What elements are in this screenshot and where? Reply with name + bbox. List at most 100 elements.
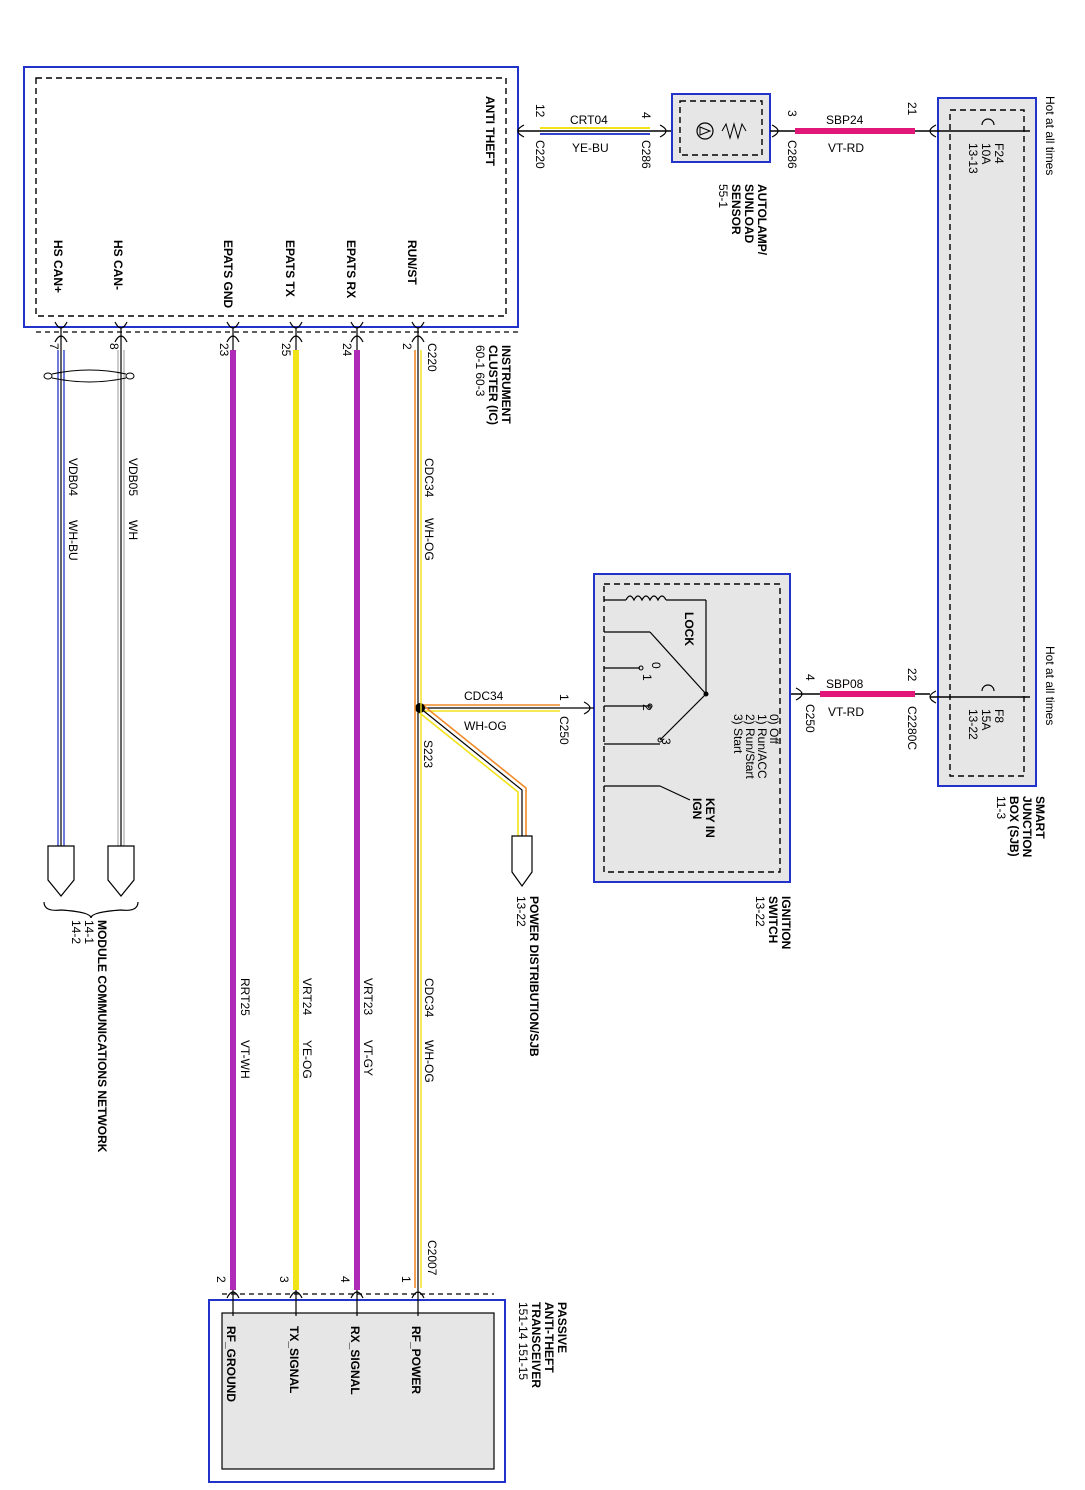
ign-title-3: 13-22 [753,896,767,927]
crt04-circuit: CRT04 [570,113,608,127]
vrt23-color: VT-GY [361,1040,375,1076]
tx-signal-label: TX_SIGNAL [287,1326,301,1393]
pin-num-24: 24 [340,343,354,357]
key-in-ign: KEY IN IGN [690,798,717,838]
transceiver-title-3: TRANSCEIVER [529,1302,543,1388]
vdb05-color: WH [126,520,140,540]
transceiver-pin-1: 1 [399,1276,413,1283]
fuse-bottom-labels: F8 15A 13-22 [966,709,1006,740]
anti-theft-connector: C220 [533,140,547,169]
network-arrow-icon-1 [47,845,75,897]
sensor-resistor-icon [721,122,747,140]
rf-ground-label: RF_GROUND [224,1326,238,1402]
cdc34-upper-circuit: CDC34 [422,458,436,498]
sensor-pin-right: 3 [785,110,799,117]
cluster-connector-label: C220 [425,343,439,372]
fuse-bottom-icon [981,684,995,692]
transceiver-pin-3: 3 [277,1276,291,1283]
switch-pivot [703,691,709,697]
sensor-arrow-icon [699,126,712,136]
ignition-switch: LOCK 0 1 2 3 0) Off 1) Run/ACC 2) Run/St… [593,573,793,949]
cluster-title: INSTRUMENT CLUSTER (IC) 60-1 60-3 [473,345,513,425]
transceiver-title-1: PASSIVE [555,1302,569,1353]
vdb05-wire: VDB05 WH [117,328,140,846]
ign-positions: 0) Off 1) Run/ACC 2) Run/Start 3) Start [731,714,781,779]
ign-pos-2: 2) Run/Start [743,714,757,779]
splice-dot [415,703,425,713]
ign-pin-left: 1 [557,694,571,701]
cluster-title-line-3: 60-1 60-3 [473,345,487,397]
vrt24-wire: VRT24 YE-OG [293,328,314,1298]
rx-signal-label: RX_SIGNAL [348,1326,362,1395]
cdc34-ign-wire: CDC34 WH-OG 1 C250 [420,689,594,745]
hot-top-label: Hot at all times [1043,96,1057,175]
transceiver-pin-2: 2 [214,1276,228,1283]
twisted-pair-mark [43,369,135,383]
ign-connector-left: C250 [557,716,571,745]
ign-pin-right: 4 [803,674,817,681]
fuse-bottom-rating: 15A [979,709,993,730]
pin-num-23: 23 [217,343,231,357]
vdb04-color: WH-BU [66,520,80,561]
splice-branch: S223 POWER DISTRIBUTION/SJB 13-22 [415,703,541,1057]
ign-pos-0: 0) Off [767,714,781,744]
sensor-title: AUTOLAMP/ SUNLOAD SENSOR 55-1 [716,184,769,256]
sbp24-circuit: SBP24 [826,113,864,127]
sbp08-color: VT-RD [828,705,864,719]
sensor-title-3: SENSOR [729,184,743,235]
pos-digit-1: 1 [640,674,654,681]
pin-label-hs-can-minus: HS CAN- [111,240,125,290]
sjb-title: SMART JUNCTION BOX (SJB) 11-3 [994,796,1047,857]
pin-label-epats-gnd: EPATS GND [221,240,235,309]
network-arrows: MODULE COMMUNICATIONS NETWORK 14-1 14-2 [43,845,139,1153]
pin-label-hs-can-plus: HS CAN+ [51,240,65,293]
anti-theft-pin: 12 [533,104,547,118]
ign-pos-1: 1) Run/ACC [755,714,769,779]
cluster-title-line-2: CLUSTER (IC) [486,345,500,425]
ign-title-1: IGNITION [779,896,793,949]
cdc34-ign-color: WH-OG [464,719,507,733]
rrt25-circuit: RRT25 [238,978,252,1016]
sbp24-wire: SBP24 VT-RD 21 [795,102,919,155]
pin-num-25: 25 [279,343,293,357]
vdb05-circuit: VDB05 [126,458,140,496]
vrt23-circuit: VRT23 [361,978,375,1015]
fuse-top-ref: 13-13 [966,143,980,174]
fuse-top-id: F24 [992,143,1006,164]
transceiver-title-4: 151-14 151-15 [516,1302,530,1380]
vdb04-circuit: VDB04 [66,458,80,496]
power-dist-label: POWER DISTRIBUTION/SJB 13-22 [514,896,541,1057]
cluster-connector-marks [54,321,425,343]
pos-digit-2: 2 [640,704,654,711]
sensor-title-4: 55-1 [716,184,730,208]
sbp08-circuit: SBP08 [826,677,864,691]
crt04-color: YE-BU [572,141,609,155]
coil-icon [625,595,667,602]
sjb-connector-bottom: C2280C [905,706,919,750]
fuse-bottom-id: F8 [992,709,1006,723]
transceiver-title: PASSIVE ANTI-THEFT TRANSCEIVER 151-14 15… [516,1302,569,1388]
sjb-title-2: JUNCTION [1020,796,1034,857]
transceiver-title-2: ANTI-THEFT [542,1302,556,1373]
vdb04-wire: VDB04 WH-BU [57,328,80,846]
vrt24-circuit: VRT24 [300,978,314,1015]
power-dist-arrow-icon [511,835,533,888]
fuse-bottom-ref: 13-22 [966,709,980,740]
network-brace [43,901,139,919]
rrt25-color: VT-WH [238,1040,252,1079]
ign-title-2: SWITCH [766,896,780,943]
sbp24-color: VT-RD [828,141,864,155]
ign-pos-3: 3) Start [731,714,745,754]
vrt24-color: YE-OG [300,1040,314,1079]
ign-connector-right: C250 [803,704,817,733]
crt04-wire: 12 C220 CRT04 YE-BU 4 C286 [518,104,680,169]
power-dist-title: POWER DISTRIBUTION/SJB [527,896,541,1057]
pin-label-epats-rx: EPATS RX [344,240,358,298]
fuse-top-rating: 10A [979,143,993,164]
sensor-diode-icon [696,122,714,140]
sensor-connector-right: C286 [785,140,799,169]
key-in-label: KEY IN [703,798,717,838]
sjb-title-4: 11-3 [994,796,1008,819]
sensor-title-2: SUNLOAD [742,184,756,244]
hot-bottom-label: Hot at all times [1043,646,1057,725]
